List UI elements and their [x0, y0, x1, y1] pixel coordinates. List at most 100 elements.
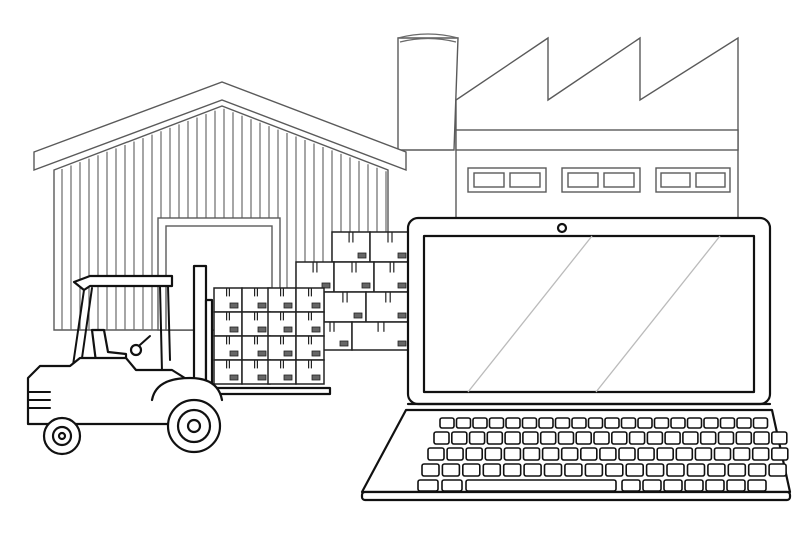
keyboard-key	[732, 447, 751, 461]
keyboard-key	[472, 417, 488, 429]
box-stacks	[213, 231, 411, 385]
keyboard-key	[486, 431, 504, 445]
keyboard-key	[484, 447, 503, 461]
keyboard-key	[717, 431, 735, 445]
keyboard-key	[461, 463, 481, 477]
keyboard-key	[751, 447, 770, 461]
keyboard-key	[656, 447, 675, 461]
keyboard-key	[684, 479, 704, 492]
keyboard-key	[522, 447, 541, 461]
keyboard-key	[504, 431, 521, 445]
keyboard-key	[446, 447, 464, 461]
keyboard-key	[465, 447, 484, 461]
keyboard-key	[450, 431, 468, 445]
laptop	[360, 216, 792, 502]
cardboard-box	[267, 335, 297, 361]
keyboard-key	[599, 447, 617, 461]
keyboard-key	[675, 447, 694, 461]
keyboard-key	[618, 447, 636, 461]
space-bar	[465, 479, 617, 492]
keyboard-key	[505, 417, 521, 429]
keyboard-key	[455, 417, 472, 429]
keyboard-key	[610, 431, 628, 445]
keyboard-key	[488, 417, 505, 429]
cardboard-box	[365, 291, 411, 323]
keyboard-key	[579, 447, 598, 461]
keyboard-key	[523, 463, 542, 477]
cardboard-box	[213, 335, 243, 361]
keyboard-key	[670, 417, 686, 429]
cardboard-box	[295, 311, 325, 337]
keyboard-key	[719, 417, 736, 429]
keyboard-key	[543, 463, 563, 477]
keyboard-key	[587, 417, 604, 429]
cardboard-box	[213, 287, 243, 313]
keyboard-key	[707, 463, 726, 477]
keyboard-key	[538, 417, 554, 429]
keyboard-key	[417, 479, 439, 492]
keyboard-key	[642, 479, 662, 492]
keyboard-key	[557, 431, 575, 445]
keyboard-key	[736, 417, 752, 429]
keyboard-key	[666, 463, 685, 477]
cardboard-box	[241, 287, 271, 313]
cardboard-box	[241, 311, 271, 337]
keyboard-key	[503, 447, 522, 461]
keyboard-key	[421, 463, 440, 477]
keyboard-key	[713, 447, 732, 461]
keyboard-key	[468, 431, 486, 445]
keyboard-key	[539, 431, 557, 445]
keyboard-key	[625, 463, 645, 477]
cardboard-box	[331, 231, 371, 263]
keyboard-key	[441, 463, 461, 477]
keyboard-key	[439, 417, 455, 429]
cardboard-box	[241, 335, 271, 361]
keyboard-key	[770, 431, 788, 445]
keyboard-key	[593, 431, 610, 445]
keyboard-key	[686, 417, 703, 429]
keyboard-key	[620, 417, 637, 429]
keyboard-key	[541, 447, 560, 461]
keyboard-key	[427, 447, 445, 461]
keyboard-key	[770, 447, 789, 461]
keyboard-key	[522, 431, 539, 445]
keyboard-key	[571, 417, 587, 429]
keyboard-key	[752, 417, 769, 429]
keyboard-key	[727, 463, 747, 477]
keyboard-key	[664, 431, 681, 445]
keyboard-key	[560, 447, 579, 461]
cardboard-box	[241, 359, 271, 385]
cardboard-box	[267, 287, 297, 313]
keyboard-key	[554, 417, 571, 429]
keyboard-key	[682, 431, 699, 445]
keyboard-key	[705, 479, 725, 492]
keyboard-key	[521, 417, 538, 429]
cardboard-box	[295, 335, 325, 361]
keyboard-key	[502, 463, 522, 477]
factory-windows	[467, 167, 731, 193]
keyboard-key	[747, 463, 767, 477]
laptop-keyboard	[417, 417, 789, 492]
keyboard-key	[637, 417, 653, 429]
keyboard-key	[768, 463, 787, 477]
keyboard-key	[753, 431, 770, 445]
keyboard-key	[637, 447, 655, 461]
keyboard-key	[694, 447, 713, 461]
keyboard-key	[735, 431, 753, 445]
keyboard-key	[482, 463, 502, 477]
keyboard-key	[686, 463, 706, 477]
keyboard-key	[628, 431, 646, 445]
cardboard-box	[267, 359, 297, 385]
cardboard-box	[323, 291, 367, 323]
keyboard-key	[747, 479, 767, 492]
keyboard-key	[663, 479, 683, 492]
cardboard-box	[213, 311, 243, 337]
cardboard-box	[295, 287, 325, 313]
cardboard-box	[295, 359, 325, 385]
cardboard-box	[351, 321, 411, 351]
keyboard-key	[646, 431, 664, 445]
cardboard-box	[213, 359, 243, 385]
cardboard-box	[333, 261, 375, 293]
keyboard-key	[433, 431, 450, 445]
